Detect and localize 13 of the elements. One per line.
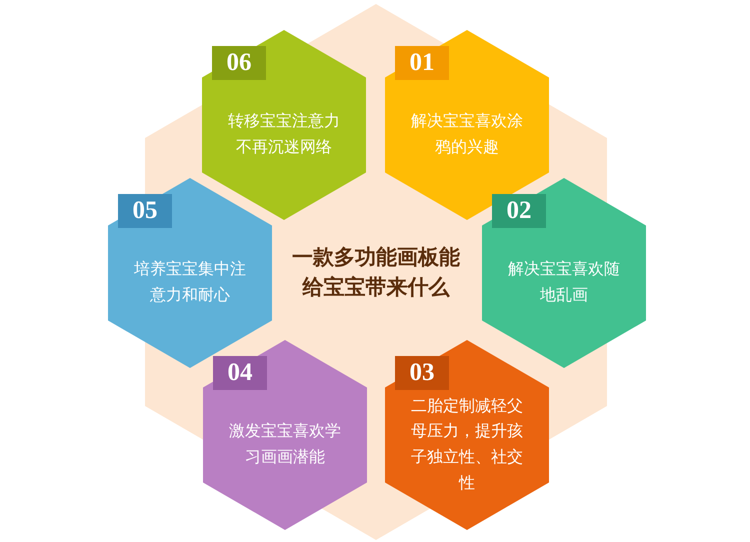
step-number: 04 (213, 356, 267, 390)
benefit-text: 激发宝宝喜欢学习画画潜能 (228, 420, 342, 468)
benefit-text: 二胎定制减轻父母压力，提升孩子独立性、社交性 (410, 394, 524, 494)
center-title: 一款多功能画板能给宝宝带来什么 (290, 244, 461, 301)
benefit-text: 解决宝宝喜欢随地乱画 (506, 258, 621, 306)
step-number: 02 (492, 194, 546, 228)
benefit-text: 培养宝宝集中注意力和耐心 (132, 258, 247, 306)
benefit-text: 解决宝宝喜欢涂鸦的兴趣 (410, 110, 524, 158)
step-number: 05 (118, 194, 172, 228)
step-number: 06 (212, 46, 266, 80)
benefit-text: 转移宝宝注意力不再沉迷网络 (226, 110, 341, 158)
step-number: 01 (395, 46, 449, 80)
step-number: 03 (395, 356, 449, 390)
